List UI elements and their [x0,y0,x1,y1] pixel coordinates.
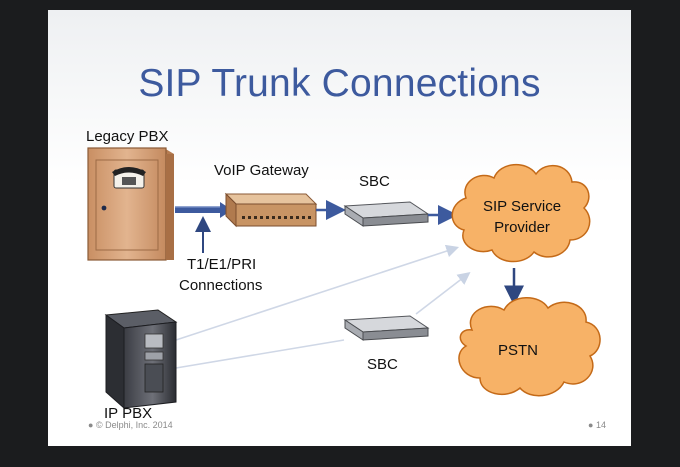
slide: SIP Trunk Connections [48,10,631,446]
voip-gateway-icon [224,192,318,228]
pstn-cloud [458,297,601,397]
sip-provider-label-line1: SIP Service [482,198,562,215]
footer-copyright: ● © Delphi, Inc. 2014 [88,420,173,430]
legacy-pbx-label: Legacy PBX [86,128,169,145]
pstn-label: PSTN [497,342,538,359]
footer-bullet-icon: ● [88,420,94,430]
ippbx-to-sbc-link [175,339,345,369]
sip-provider-label-line2: Provider [494,219,550,236]
ippbx-to-sip-link [175,244,460,341]
sbc-top-icon [343,201,430,227]
telephone-icon [112,167,146,189]
sbc-bottom-to-sip-link [415,272,471,315]
ip-pbx-label: IP PBX [104,405,153,422]
diagram-canvas [87,147,601,410]
sbc-bottom-label: SBC [367,356,398,373]
legacy-pbx-icon [87,147,174,261]
sbc-bottom-icon [343,315,430,341]
page-bullet-icon: ● [588,420,594,430]
ip-pbx-server-icon [104,309,178,410]
sbc-top-label: SBC [359,173,390,190]
t1-label-line1: T1/E1/PRI [187,256,257,273]
slide-title: SIP Trunk Connections [138,62,541,105]
t1-label-line2: Connections [179,277,263,294]
sip-service-provider-cloud [451,164,591,263]
page-number: ● 14 [588,420,606,430]
voip-gateway-label: VoIP Gateway [214,162,309,179]
